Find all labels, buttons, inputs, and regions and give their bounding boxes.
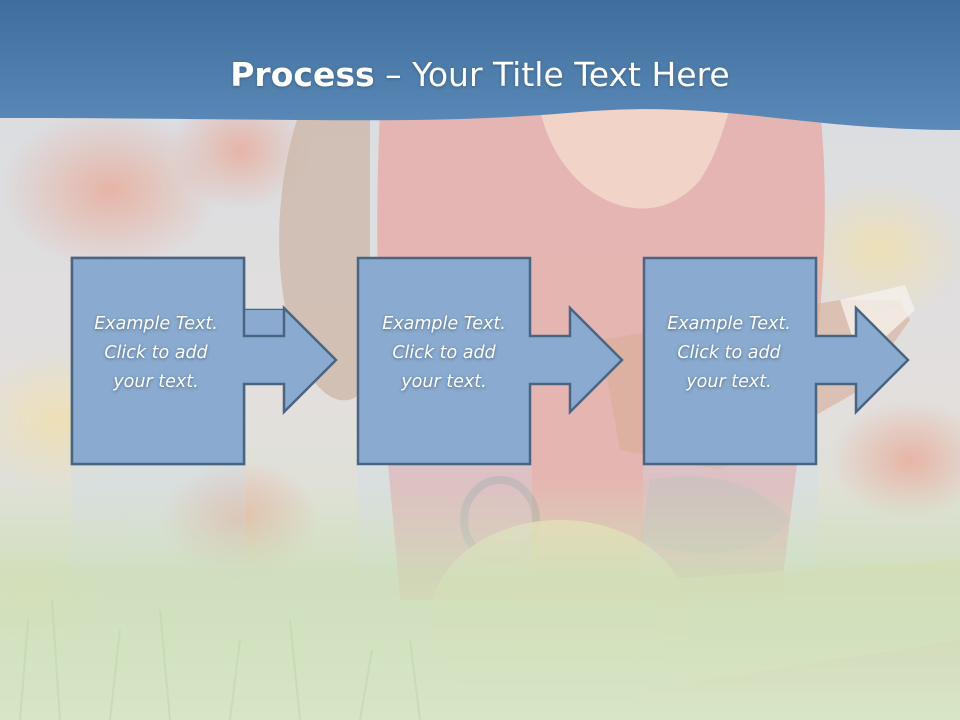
step-reflection	[643, 466, 818, 586]
step-line: Example Text.	[94, 314, 218, 334]
step-line: your text.	[113, 372, 199, 392]
process-step-1-shape[interactable]	[70, 256, 340, 468]
title-rest: – Your Title Text Here	[374, 55, 730, 94]
step-reflection	[71, 466, 246, 586]
step-line: Example Text.	[382, 314, 506, 334]
step-line: Example Text.	[667, 314, 791, 334]
step-line: your text.	[401, 372, 487, 392]
step-line: your text.	[686, 372, 772, 392]
process-step-2-text[interactable]: Example Text. Click to add your text.	[358, 310, 530, 397]
process-step-3-text[interactable]: Example Text. Click to add your text.	[643, 310, 815, 397]
process-step-3-shape[interactable]	[642, 256, 912, 468]
step-line: Click to add	[104, 343, 208, 363]
process-step-2-shape[interactable]	[356, 256, 626, 468]
slide-title[interactable]: Process – Your Title Text Here	[0, 52, 960, 102]
step-line: Click to add	[392, 343, 496, 363]
process-step-1-text[interactable]: Example Text. Click to add your text.	[70, 310, 242, 397]
title-bold: Process	[230, 55, 375, 94]
step-line: Click to add	[677, 343, 781, 363]
step-reflection	[357, 466, 532, 586]
